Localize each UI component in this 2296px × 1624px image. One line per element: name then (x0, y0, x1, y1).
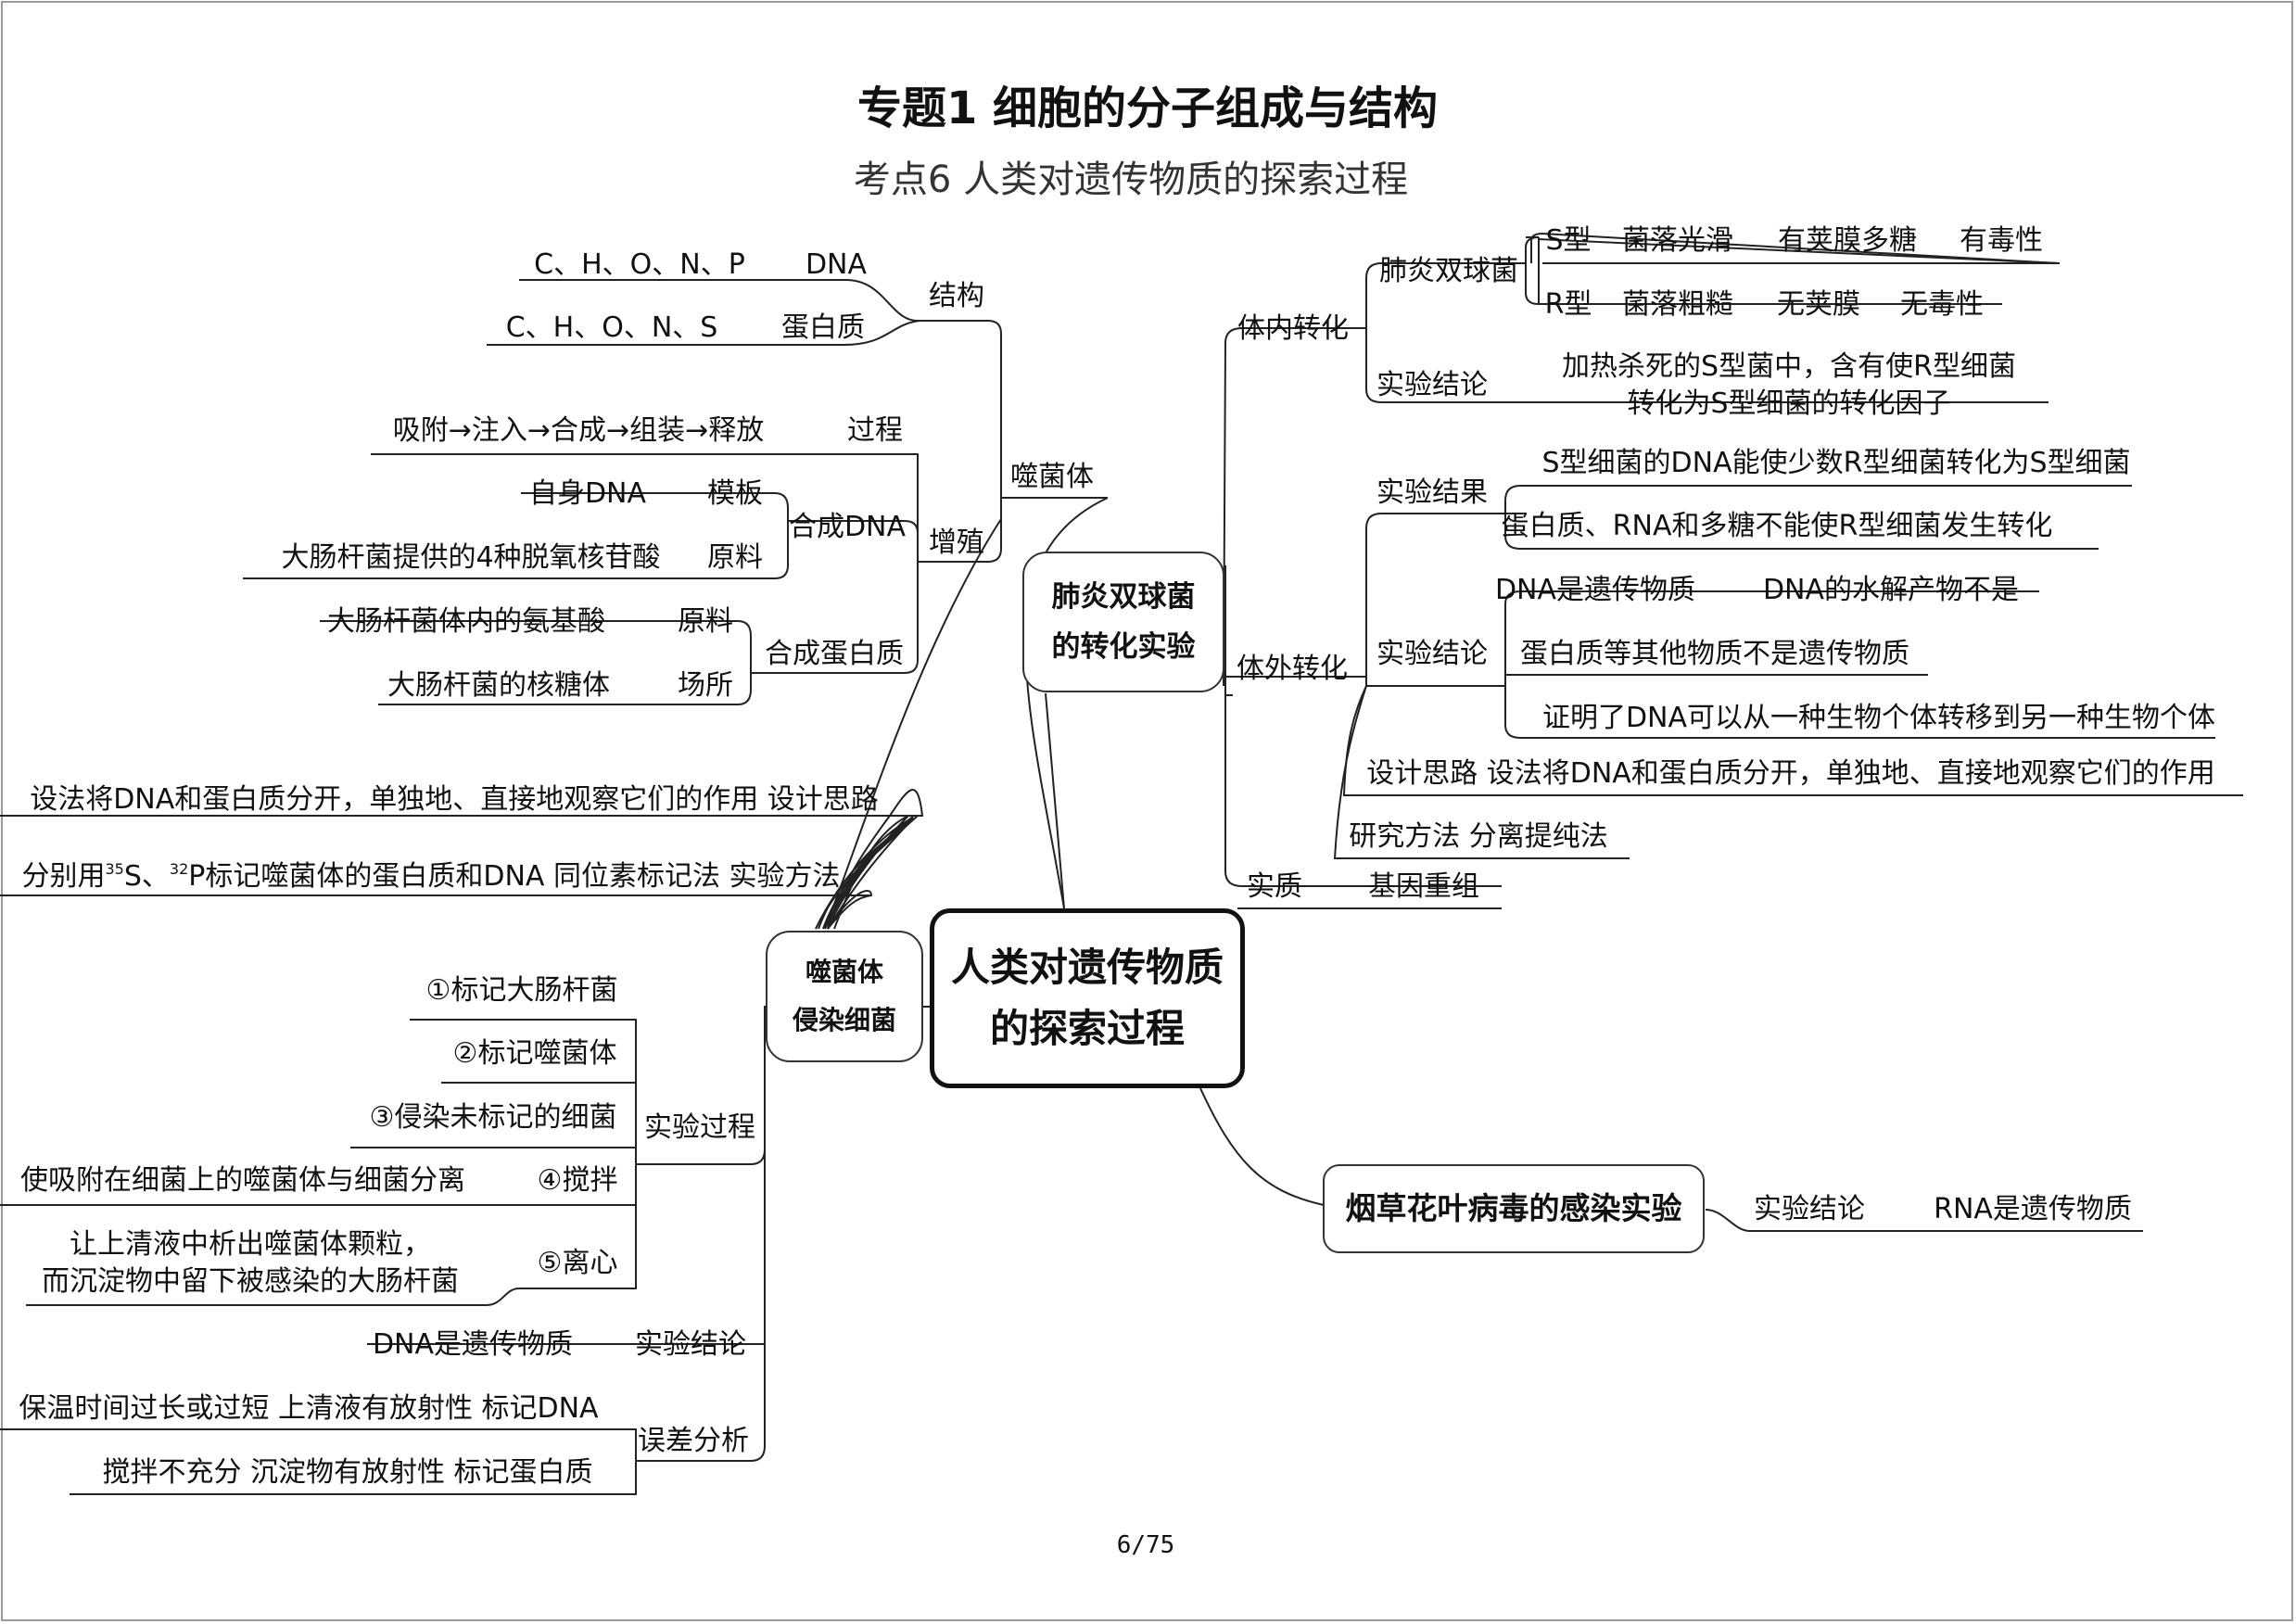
phage-method-rest: P标记噬菌体的蛋白质和DNA 同位素标记法 实验方法 (188, 860, 841, 893)
central-topic-line2: 的探索过程 (989, 1006, 1185, 1051)
in-vivo-conclusion-line2: 转化为S型细菌的转化因子 (1627, 387, 1951, 420)
protein-site-value: 大肠杆菌的核糖体 (387, 669, 610, 702)
protein-synthesis-label: 合成蛋白质 (765, 638, 904, 670)
error-analysis-label: 误差分析 (638, 1425, 749, 1457)
dna-template-value: 自身DNA (528, 477, 647, 510)
connector-center-pneumococcus (1045, 692, 1065, 909)
page-subtitle: 考点6 人类对遗传物质的探索过程 (853, 159, 1409, 201)
in-vivo-conclusion-line1: 加热杀死的S型菌中，含有使R型细菌 (1562, 350, 2016, 383)
in-vitro-method: 研究方法 分离提纯法 (1349, 820, 1608, 853)
phage-conclusion-value: DNA是遗传物质 (372, 1328, 574, 1361)
dna-material-value: 大肠杆菌提供的4种脱氧核苷酸 (281, 541, 661, 574)
phage-method-mid: S、 (123, 860, 170, 893)
connector-center-tmv (1199, 1087, 1325, 1206)
isotope-32: 32 (169, 860, 189, 878)
r-type-capsule: 无荚膜 (1777, 288, 1860, 321)
tmv-conclusion-value: RNA是遗传物质 (1934, 1193, 2132, 1225)
structure-row1-component: DNA (805, 248, 868, 281)
structure-row1-elements: C、H、O、N、P (534, 248, 745, 281)
in-vitro-design: 设计思路 设法将DNA和蛋白质分开，单独地、直接地观察它们的作用 (1366, 757, 2215, 790)
dna-material-label: 原料 (707, 541, 763, 574)
in-vitro-conclusion-1b: DNA的水解产物不是 (1762, 574, 2020, 606)
protein-material-value: 大肠杆菌体内的氨基酸 (327, 605, 605, 638)
error-row-2: 搅拌不充分 沉淀物有放射性 标记蛋白质 (102, 1456, 593, 1489)
process-step-2: ②标记噬菌体 (452, 1037, 617, 1070)
phage-label: 噬菌体 (1010, 461, 1094, 493)
in-vitro-label: 体外转化 (1237, 653, 1348, 685)
isotope-35: 35 (105, 860, 124, 878)
phage-infection-node[interactable]: 噬菌体 侵染细菌 (766, 931, 923, 1062)
pneumococcus-line1: 肺炎双球菌 (1051, 580, 1196, 614)
process-step-5-note: 让上清液中析出噬菌体颗粒， 而沉淀物中留下被感染的大肠杆菌 (42, 1226, 459, 1300)
structure-label: 结构 (929, 280, 984, 312)
in-vitro-result-label: 实验结果 (1376, 476, 1488, 509)
process-step-5-note-line1: 让上清液中析出噬菌体颗粒， (70, 1228, 431, 1261)
r-type-toxicity: 无毒性 (1900, 288, 1984, 321)
phage-method-prefix: 分别用 (21, 860, 106, 893)
in-vitro-conclusion-3: 证明了DNA可以从一种生物个体转移到另一种生物个体 (1541, 702, 2216, 734)
in-vivo-conclusion-label: 实验结论 (1376, 369, 1488, 401)
process-step-4: ④搅拌 (537, 1164, 618, 1197)
phage-conclusion-label: 实验结论 (635, 1328, 746, 1361)
essence-label: 实质 (1247, 870, 1302, 903)
in-vitro-result-1: S型细菌的DNA能使少数R型细菌转化为S型细菌 (1541, 447, 2131, 479)
essence-value: 基因重组 (1368, 870, 1479, 903)
phage-infection-line2: 侵染细菌 (792, 1005, 896, 1035)
r-type-name: R型 (1544, 288, 1592, 321)
reproduction-label: 增殖 (929, 527, 984, 559)
connector-pneumo-trunk (1223, 327, 1366, 687)
s-type-name: S型 (1545, 224, 1592, 257)
reproduction-process-value: 吸附→注入→合成→组装→释放 (392, 414, 765, 447)
in-vitro-conclusion-1a: DNA是遗传物质 (1494, 574, 1696, 606)
structure-row2-component: 蛋白质 (781, 311, 865, 344)
in-vitro-result-2: 蛋白质、RNA和多糖不能使R型细菌发生转化 (1501, 510, 2053, 542)
pneumococcus-line2: 的转化实验 (1051, 630, 1196, 664)
dna-template-label: 模板 (707, 477, 763, 510)
in-vivo-conclusion-text: 加热杀死的S型菌中，含有使R型细菌 转化为S型细菌的转化因子 (1562, 349, 2016, 423)
page-title: 专题1 细胞的分子组成与结构 (856, 82, 1439, 134)
process-step-4-note: 使吸附在细菌上的噬菌体与细菌分离 (20, 1164, 465, 1197)
reproduction-process-label: 过程 (847, 414, 903, 447)
in-vitro-conclusion-label: 实验结论 (1376, 638, 1488, 670)
pneumococcus-experiment-node[interactable]: 肺炎双球菌 的转化实验 (1022, 552, 1224, 692)
phage-infection-line1: 噬菌体 (805, 957, 883, 987)
protein-material-label: 原料 (678, 605, 733, 638)
s-type-toxicity: 有毒性 (1960, 224, 2043, 257)
phage-method-text: 分别用35S、32P标记噬菌体的蛋白质和DNA 同位素标记法 实验方法 (22, 859, 841, 894)
dna-synthesis-label: 合成DNA (788, 511, 907, 543)
connector-phage-infection-to-phage (824, 518, 1002, 930)
structure-row2-elements: C、H、O、N、S (505, 311, 718, 344)
central-topic-node[interactable]: 人类对遗传物质 的探索过程 (930, 908, 1245, 1088)
process-step-5: ⑤离心 (537, 1247, 618, 1279)
r-type-colony: 菌落粗糙 (1622, 288, 1733, 321)
tmv-experiment-node[interactable]: 烟草花叶病毒的感染实验 (1323, 1164, 1705, 1253)
tmv-label: 烟草花叶病毒的感染实验 (1345, 1190, 1682, 1226)
process-step-5-note-line2: 而沉淀物中留下被感染的大肠杆菌 (42, 1265, 459, 1298)
process-step-1: ①标记大肠杆菌 (425, 974, 618, 1007)
error-row-1: 保温时间过长或过短 上清液有放射性 标记DNA (19, 1392, 599, 1425)
in-vitro-conclusion-2: 蛋白质等其他物质不是遗传物质 (1520, 638, 1909, 670)
central-topic-line1: 人类对遗传物质 (950, 945, 1224, 990)
in-vivo-label: 体内转化 (1237, 312, 1349, 345)
process-step-3: ③侵染未标记的细菌 (369, 1101, 617, 1134)
protein-site-label: 场所 (678, 669, 733, 702)
phage-design-text: 设法将DNA和蛋白质分开，单独地、直接地观察它们的作用 设计思路 (30, 783, 879, 816)
s-type-colony: 菌落光滑 (1622, 224, 1733, 257)
s-type-capsule: 有荚膜多糖 (1778, 224, 1917, 257)
pneumococcus-bacteria-label: 肺炎双球菌 (1379, 255, 1518, 287)
tmv-conclusion-label: 实验结论 (1754, 1193, 1865, 1225)
process-label: 实验过程 (644, 1111, 755, 1144)
page-number: 6/75 (1116, 1531, 1175, 1559)
